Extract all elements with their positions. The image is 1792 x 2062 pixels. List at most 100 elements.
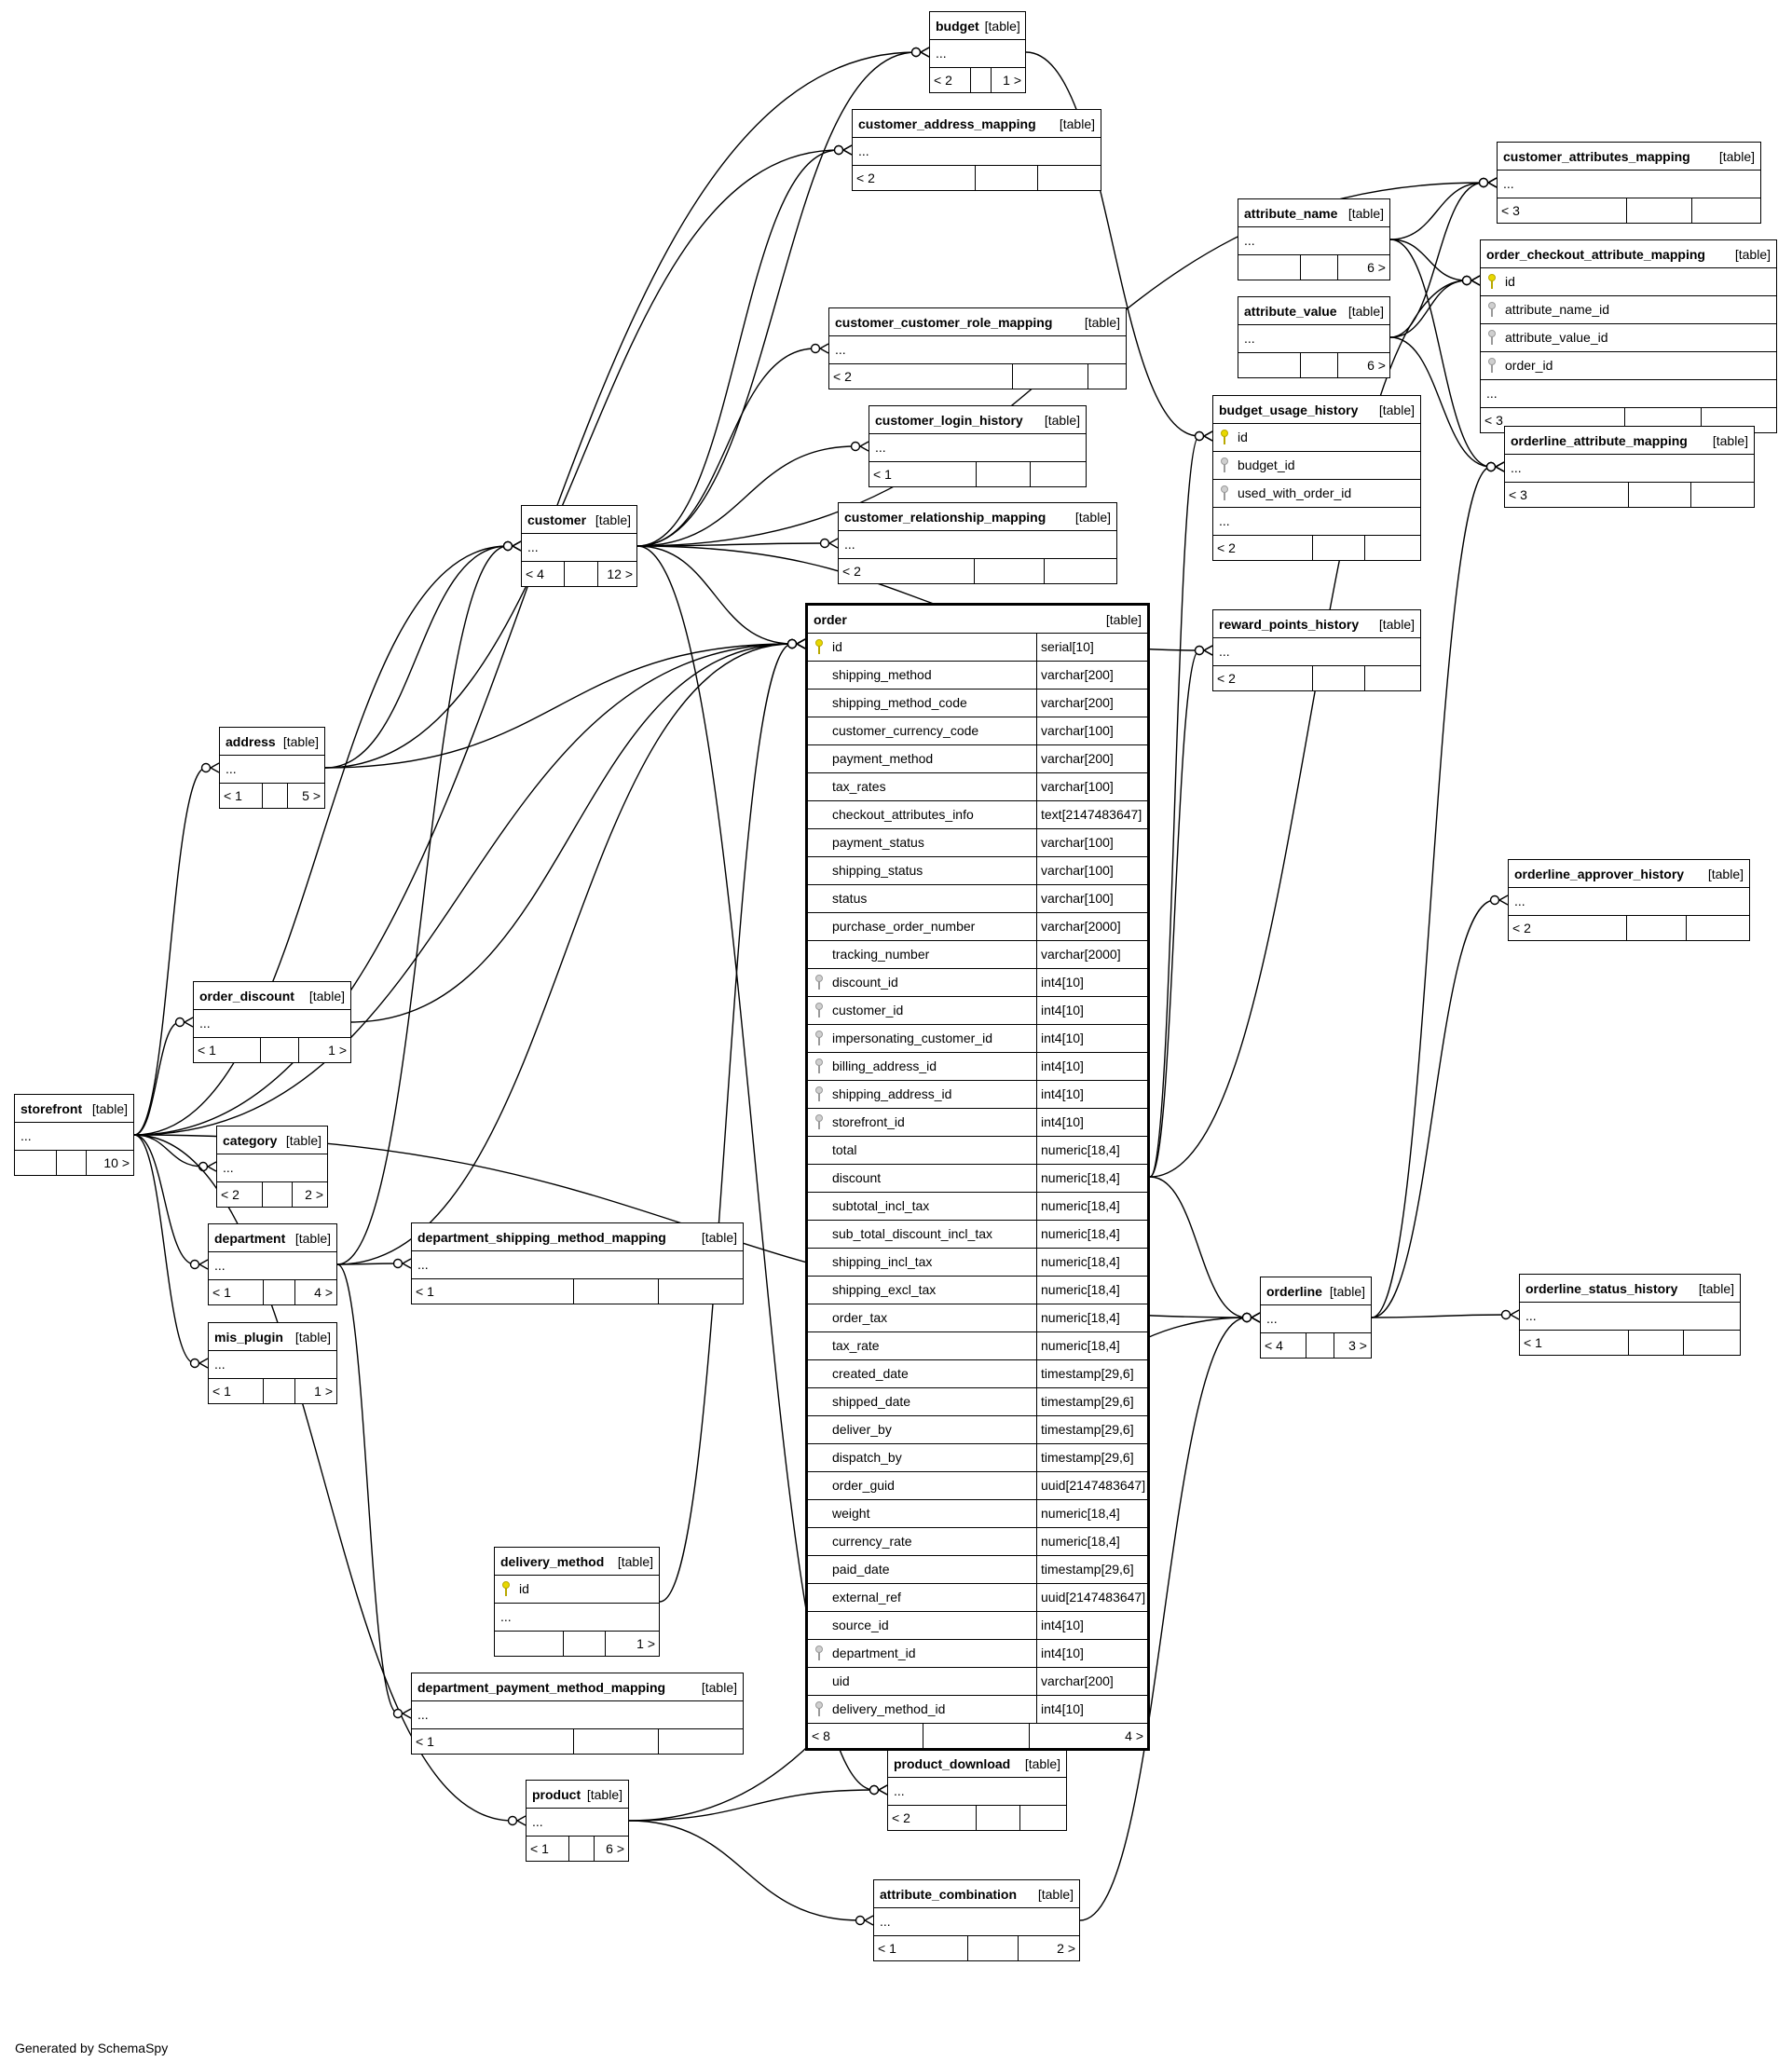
table-orderline-status-history[interactable]: orderline_status_history[table]...< 1 <box>1519 1274 1741 1356</box>
column-type: int4[10] <box>1041 1086 1084 1101</box>
children-count[interactable]: 1 > <box>328 1043 347 1058</box>
parents-count[interactable]: < 1 <box>194 1038 262 1062</box>
children-count[interactable]: 12 > <box>607 567 633 581</box>
children-count[interactable]: 4 > <box>1125 1728 1143 1743</box>
table-orderline-approver-history[interactable]: orderline_approver_history[table]...< 2 <box>1508 859 1750 941</box>
children-count[interactable] <box>1684 1331 1740 1355</box>
children-count[interactable] <box>659 1729 744 1754</box>
table-storefront[interactable]: storefront[table]...10 > <box>14 1094 134 1176</box>
table-orderline-attribute-mapping[interactable]: orderline_attribute_mapping[table]...< 3 <box>1504 426 1755 508</box>
parents-count[interactable]: < 1 <box>209 1280 265 1304</box>
parents-count[interactable]: < 1 <box>527 1837 570 1861</box>
parents-count[interactable]: < 8 <box>808 1724 923 1748</box>
parents-count[interactable]: < 1 <box>874 1936 969 1960</box>
children-count[interactable] <box>659 1279 744 1304</box>
table-customer-login-history[interactable]: customer_login_history[table]...< 1 <box>869 405 1087 487</box>
children-count[interactable]: 3 > <box>1348 1338 1367 1353</box>
table-department-payment-method-mapping[interactable]: department_payment_method_mapping[table]… <box>411 1673 744 1755</box>
table-name: mis_plugin <box>214 1329 283 1345</box>
parents-count[interactable]: < 1 <box>412 1729 574 1754</box>
children-count[interactable]: 10 > <box>103 1155 130 1170</box>
children-count[interactable] <box>1691 483 1754 507</box>
table-header: customer[table] <box>522 506 636 534</box>
table-department-shipping-method-mapping[interactable]: department_shipping_method_mapping[table… <box>411 1222 744 1304</box>
children-count[interactable]: 1 > <box>636 1636 655 1651</box>
column-name: shipping_method_code <box>832 695 967 710</box>
column-type: timestamp[29,6] <box>1041 1450 1134 1465</box>
parents-count[interactable]: < 2 <box>829 364 1013 389</box>
table-customer-customer-role-mapping[interactable]: customer_customer_role_mapping[table]...… <box>828 307 1127 389</box>
children-count[interactable] <box>1088 364 1126 389</box>
children-count[interactable]: 5 > <box>302 788 321 803</box>
children-count[interactable]: 1 > <box>1003 73 1021 88</box>
children-count[interactable] <box>1365 666 1420 690</box>
parents-count[interactable]: < 1 <box>209 1379 265 1403</box>
relationship-line <box>133 1134 196 1265</box>
more-columns-ellipsis: ... <box>1498 171 1760 198</box>
table-order-checkout-attribute-mapping[interactable]: order_checkout_attribute_mapping[table]i… <box>1480 239 1777 433</box>
parents-count[interactable]: < 4 <box>522 562 566 586</box>
parents-count[interactable]: < 3 <box>1481 408 1625 432</box>
table-delivery-method[interactable]: delivery_method[table]id...1 > <box>494 1547 660 1657</box>
column-name-cell: shipping_address_id <box>808 1081 1037 1108</box>
parents-count[interactable]: < 4 <box>1261 1333 1307 1358</box>
children-count[interactable]: 6 > <box>606 1841 624 1856</box>
parents-count[interactable]: < 2 <box>839 559 975 583</box>
parents-count[interactable]: < 3 <box>1505 483 1629 507</box>
parents-count[interactable]: < 2 <box>1213 536 1313 560</box>
children-count[interactable]: 1 > <box>314 1384 333 1399</box>
table-product-download[interactable]: product_download[table]...< 2 <box>887 1749 1067 1831</box>
children-count[interactable] <box>1020 1806 1066 1830</box>
parents-count[interactable]: < 1 <box>220 784 264 808</box>
parents-count[interactable]: < 2 <box>853 166 976 190</box>
column-name: discount_id <box>832 975 898 990</box>
parents-count[interactable]: < 1 <box>412 1279 574 1304</box>
children-count[interactable] <box>1045 559 1116 583</box>
parents-count[interactable] <box>1238 255 1302 280</box>
parents-count[interactable]: < 2 <box>888 1806 977 1830</box>
parents-count[interactable]: < 3 <box>1498 198 1627 223</box>
table-customer-relationship-mapping[interactable]: customer_relationship_mapping[table]...<… <box>838 502 1117 584</box>
table-customer-attributes-mapping[interactable]: customer_attributes_mapping[table]...< 3 <box>1497 142 1761 224</box>
table-customer-address-mapping[interactable]: customer_address_mapping[table]...< 2 <box>852 109 1101 191</box>
children-count[interactable]: 6 > <box>1367 260 1386 275</box>
column-type: numeric[18,4] <box>1041 1338 1120 1353</box>
children-count[interactable]: 6 > <box>1367 358 1386 373</box>
children-count[interactable]: 2 > <box>305 1187 323 1202</box>
children-count[interactable] <box>1687 916 1749 940</box>
parents-count[interactable]: < 1 <box>869 462 977 486</box>
parents-count[interactable]: < 2 <box>217 1182 264 1207</box>
children-count[interactable]: 4 > <box>314 1285 333 1300</box>
parents-count[interactable]: < 2 <box>1509 916 1627 940</box>
parents-count[interactable]: < 1 <box>1520 1331 1629 1355</box>
table-header: category[table] <box>217 1127 327 1154</box>
table-attribute-name[interactable]: attribute_name[table]...6 > <box>1238 198 1390 280</box>
children-count[interactable] <box>1031 462 1086 486</box>
table-reward-points-history[interactable]: reward_points_history[table]...< 2 <box>1212 609 1421 691</box>
parents-count[interactable] <box>1238 353 1302 377</box>
children-count[interactable]: 2 > <box>1057 1941 1075 1956</box>
table-attribute-value[interactable]: attribute_value[table]...6 > <box>1238 296 1390 378</box>
parents-count[interactable]: < 2 <box>1213 666 1313 690</box>
parents-count[interactable]: < 2 <box>930 68 972 92</box>
children-count[interactable] <box>1038 166 1101 190</box>
children-count[interactable] <box>1692 198 1760 223</box>
parents-count[interactable] <box>495 1632 565 1656</box>
more-columns-ellipsis: ... <box>874 1908 1079 1936</box>
table-header: reward_points_history[table] <box>1213 610 1420 638</box>
children-count[interactable] <box>1365 536 1420 560</box>
parents-count[interactable] <box>15 1151 58 1175</box>
